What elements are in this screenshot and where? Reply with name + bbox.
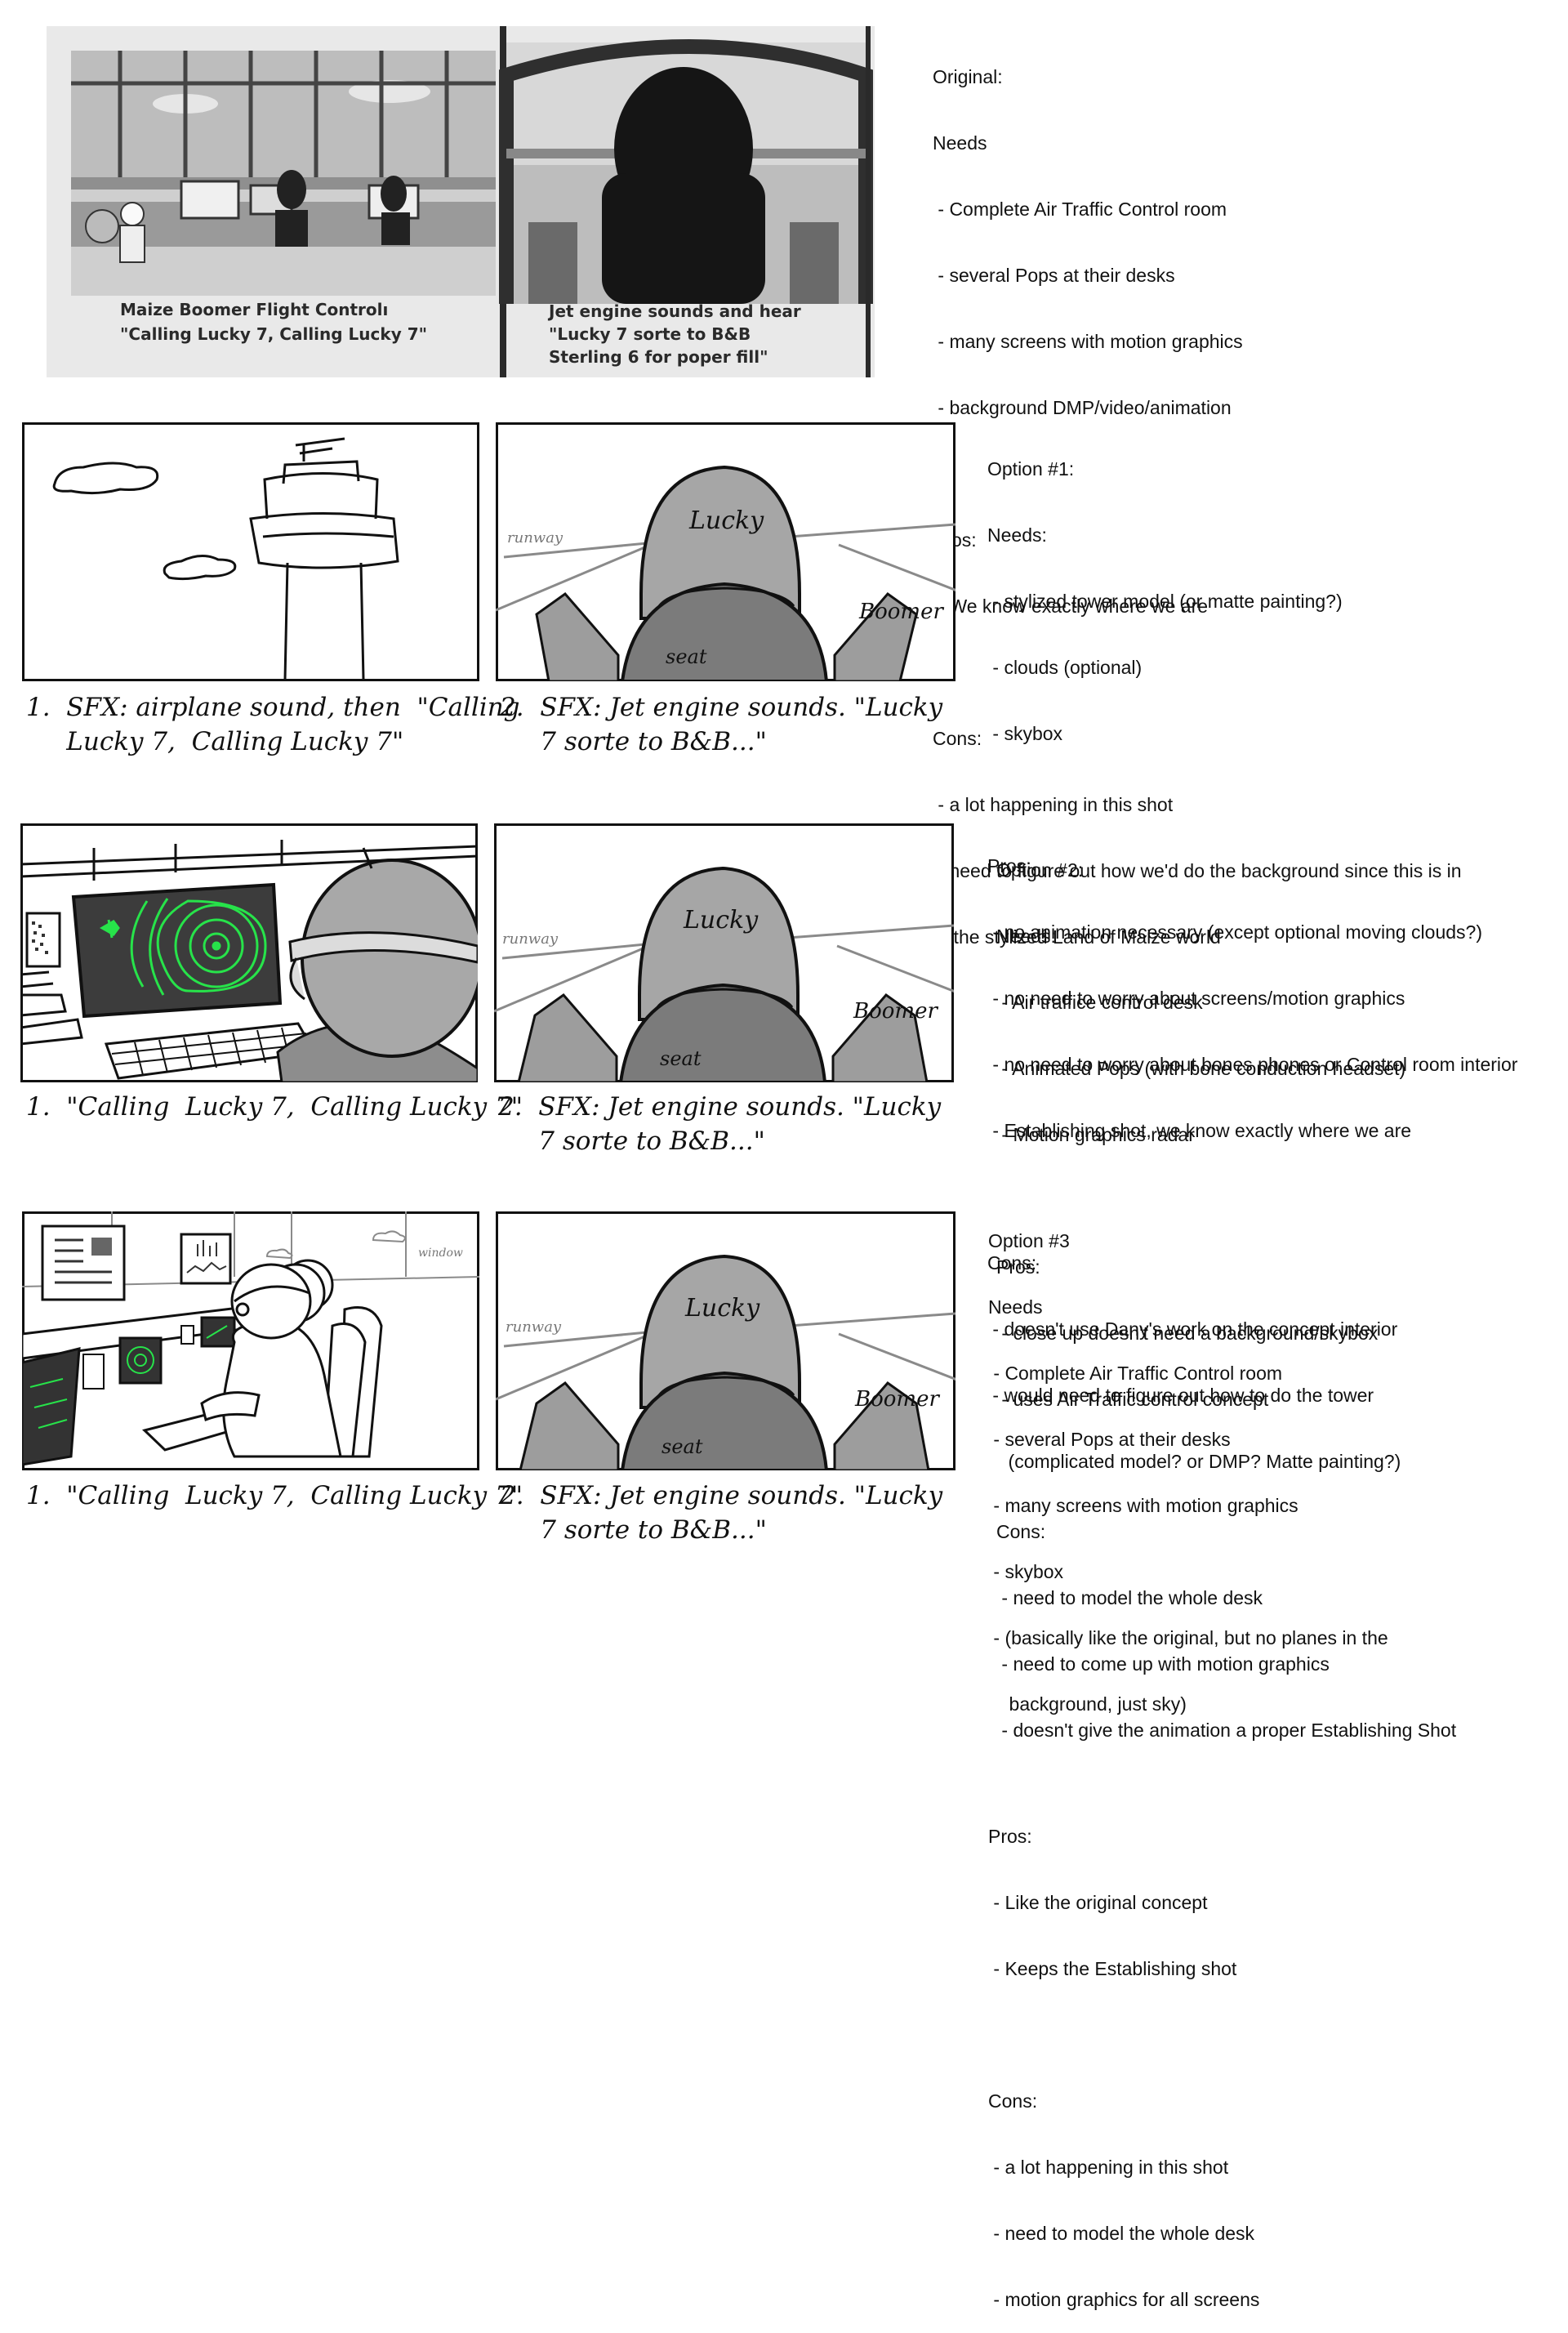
option3-notes-line: - skybox <box>988 1561 1064 1582</box>
boomer-label: Boomer <box>854 1387 940 1412</box>
boomer-label: Boomer <box>858 600 944 624</box>
cloud-sketch <box>52 462 159 495</box>
option3-notes-line: Pros: <box>988 1826 1032 1847</box>
option2-notes-line: Cons: <box>996 1521 1046 1542</box>
option1-notes-line: Option #1: <box>987 458 1075 480</box>
option2-notes-line: Pros: <box>996 1256 1040 1278</box>
original-notes-line: - background DMP/video/animation <box>933 397 1232 418</box>
option3-notes-line: - many screens with motion graphics <box>988 1495 1298 1516</box>
option3-notes-line: - (basically like the original, but no p… <box>988 1627 1388 1648</box>
option1-notes-line: Needs: <box>987 524 1047 546</box>
window-label: window <box>418 1247 463 1260</box>
tower-sketch <box>249 437 399 680</box>
option3-notes-line: - motion graphics for all screens <box>988 2289 1260 2310</box>
boomer-label: Boomer <box>853 999 938 1024</box>
original-notes-line: - a lot happening in this shot <box>933 794 1174 815</box>
original-panel2-caption-line2: "Lucky 7 sorte to B&B <box>549 324 751 344</box>
option3-notes-line: - several Pops at their desks <box>988 1429 1231 1450</box>
option2-notes-line: Needs: <box>996 926 1056 947</box>
option2-notes-line: - Motion graphics radar <box>996 1124 1195 1145</box>
option1-notes-line: - no need to worry about screens/motion … <box>987 988 1405 1009</box>
option1-panel1-tower-sketch <box>22 422 479 681</box>
original-notes-line: Cons: <box>933 728 982 749</box>
option3-panel1-control-room-sketch: window <box>22 1211 479 1470</box>
lucky-label: Lucky <box>684 1294 760 1323</box>
option1-notes-line: - no need to worry about bones phones or… <box>987 1054 1518 1075</box>
cloud-sketch <box>163 555 237 581</box>
runway-label: runway <box>502 930 559 948</box>
original-panel2-caption-line1: Jet engine sounds and hear <box>547 301 801 321</box>
option1-caption1: 1. SFX: airplane sound, then "Calling Lu… <box>26 693 520 756</box>
option3-notes: Option #3 Needs - Complete Air Traffic C… <box>988 1186 1388 2333</box>
option2-notes-line: - uses Air Traffic control concept <box>996 1389 1269 1410</box>
original-notes-line: the stylized Land of Maize world <box>933 926 1221 948</box>
option2-notes-line: - Animated Pops (with bone conduction he… <box>996 1058 1406 1079</box>
option1-notes: Option #1: Needs: - stylized tower model… <box>987 414 1517 1495</box>
option1-notes-line: - doesn't use Dany's work on the concept… <box>987 1318 1398 1340</box>
option3-caption1: 1. "Calling Lucky 7, Calling Lucky 7" <box>26 1481 523 1510</box>
original-notes-line: Original: <box>933 66 1003 87</box>
original-panel1-caption-line1: Maize Boomer Flight Controlı <box>120 300 388 319</box>
original-panel-cockpit <box>499 39 873 304</box>
seat-label: seat <box>660 1047 702 1070</box>
seat-label: seat <box>666 645 707 668</box>
option1-notes-line: - skybox <box>987 723 1063 744</box>
runway-label: runway <box>507 529 564 546</box>
option3-notes-line: background, just sky) <box>988 1693 1187 1715</box>
option1-notes-line: - stylized tower model (or matte paintin… <box>987 591 1343 612</box>
original-panel-control-room <box>71 51 496 296</box>
original-notes: Original: Needs - Complete Air Traffic C… <box>933 22 1462 970</box>
original-storyboard-photo: Maize Boomer Flight Controlı "Calling Lu… <box>47 26 875 377</box>
option3-notes-line: Needs <box>988 1296 1043 1318</box>
option2-notes-line: - close up doesn't need a background/sky… <box>996 1323 1379 1344</box>
original-notes-line: - need to figure out how we'd do the bac… <box>933 860 1462 881</box>
option2-caption2: 2. SFX: Jet engine sounds. "Lucky 7 sort… <box>498 1092 942 1156</box>
option3-notes-line: - Complete Air Traffic Control room <box>988 1363 1283 1384</box>
option3-caption2: 2. SFX: Jet engine sounds. "Lucky 7 sort… <box>500 1481 943 1545</box>
option1-notes-line: (complicated model? or DMP? Matte painti… <box>987 1451 1401 1472</box>
option1-notes-line: - clouds (optional) <box>987 657 1143 678</box>
original-notes-line: - Complete Air Traffic Control room <box>933 199 1227 220</box>
option1-notes-line: - no animation necessary (except optiona… <box>987 921 1482 943</box>
pops-head-sketch <box>230 1263 312 1340</box>
option2-notes-line: Option #2: <box>996 859 1084 881</box>
option3-notes-line: Cons: <box>988 2090 1038 2112</box>
option1-notes-line: - Establishing shot, we know exactly whe… <box>987 1120 1412 1141</box>
lucky-label: Lucky <box>683 906 759 935</box>
original-notes-line: Needs <box>933 132 987 154</box>
option3-notes-line: Option #3 <box>988 1230 1070 1251</box>
option3-notes-line: - Keeps the Establishing shot <box>988 1958 1237 1979</box>
option2-notes-line: - Air traffice control desk <box>996 992 1203 1013</box>
option3-notes-line: - need to model the whole desk <box>988 2223 1255 2244</box>
original-notes-line: - many screens with motion graphics <box>933 331 1243 352</box>
option1-notes-line: - would need to figure out how to do the… <box>987 1385 1374 1406</box>
option1-notes-line: Cons: <box>987 1252 1037 1274</box>
option1-panel2-cockpit-sketch: runway Lucky Boomer seat <box>496 422 956 681</box>
original-notes-line: - several Pops at their desks <box>933 265 1175 286</box>
option3-notes-line: - Like the original concept <box>988 1892 1208 1913</box>
runway-label: runway <box>506 1318 562 1336</box>
seat-label: seat <box>662 1435 703 1458</box>
option2-panel1-radar-desk-sketch <box>20 823 478 1082</box>
option1-caption2: 2. SFX: Jet engine sounds. "Lucky 7 sort… <box>500 693 943 756</box>
original-panel1-caption-line2: "Calling Lucky 7, Calling Lucky 7" <box>120 324 427 344</box>
option2-panel2-cockpit-sketch: runway Lucky Boomer seat <box>494 823 954 1082</box>
option1-notes-line: Pros: <box>987 855 1031 877</box>
original-panel2-caption-line3: Sterling 6 for poper fill" <box>549 347 768 367</box>
lucky-label: Lucky <box>688 506 764 535</box>
option2-caption1: 1. "Calling Lucky 7, Calling Lucky 7" <box>26 1092 523 1122</box>
option3-notes-line: - a lot happening in this shot <box>988 2157 1229 2178</box>
option3-panel2-cockpit-sketch: runway Lucky Boomer seat <box>496 1211 956 1470</box>
